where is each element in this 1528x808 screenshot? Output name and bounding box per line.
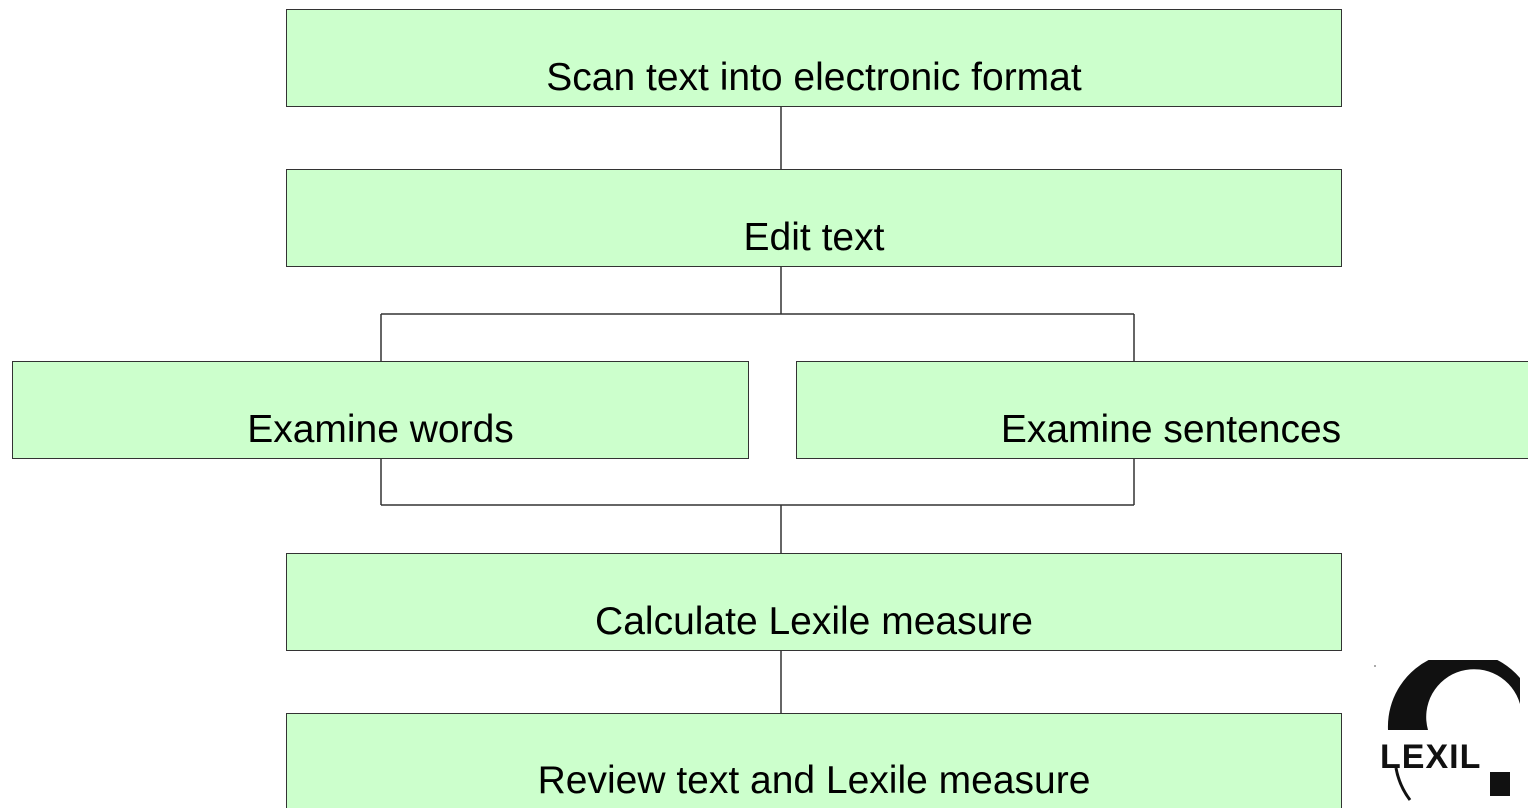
step-review-text: Review text and Lexile measure bbox=[286, 713, 1342, 808]
step-scan-text: Scan text into electronic format bbox=[286, 9, 1342, 107]
lexile-logo-icon: LEXIL bbox=[1374, 660, 1520, 801]
step-label: Examine words bbox=[247, 408, 514, 451]
step-label: Scan text into electronic format bbox=[546, 56, 1082, 99]
svg-text:LEXIL: LEXIL bbox=[1380, 738, 1481, 776]
step-label: Review text and Lexile measure bbox=[537, 759, 1091, 802]
step-examine-sentences: Examine sentences bbox=[796, 361, 1528, 459]
step-label: Edit text bbox=[743, 216, 885, 259]
step-label: Examine sentences bbox=[1000, 408, 1342, 451]
step-examine-words: Examine words bbox=[12, 361, 749, 459]
step-label: Calculate Lexile measure bbox=[595, 600, 1033, 643]
step-calculate-lexile: Calculate Lexile measure bbox=[286, 553, 1342, 651]
step-edit-text: Edit text bbox=[286, 169, 1342, 267]
